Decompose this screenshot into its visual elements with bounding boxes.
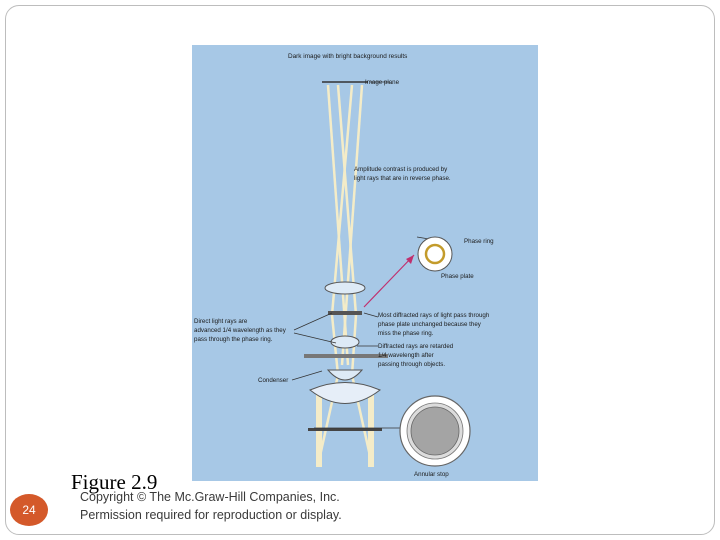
- direct-label-1: Direct light rays are: [194, 318, 248, 325]
- phase-contrast-diagram: Dark image with bright background result…: [194, 53, 494, 478]
- light-rays: [316, 84, 374, 466]
- annular-stop-center: [410, 406, 460, 456]
- annular-stop-label: Annular stop: [414, 471, 449, 478]
- most-label-3: miss the phase ring.: [378, 330, 434, 337]
- condenser-top-lens: [326, 369, 364, 381]
- copyright-line: Copyright © The Mc.Graw-Hill Companies, …: [80, 490, 340, 504]
- permission-line: Permission required for reproduction or …: [80, 508, 342, 522]
- slide-frame: [5, 5, 715, 535]
- specimen-lens: [330, 335, 360, 349]
- direct-label-3: pass through the phase ring.: [194, 336, 273, 343]
- retarded-label-3: passing through objects.: [378, 361, 445, 368]
- specimen-slide: [304, 354, 388, 358]
- top-caption: Dark image with bright background result…: [288, 53, 407, 60]
- phase-plate-label: Phase plate: [441, 273, 474, 280]
- image-plane-label: Image plane: [365, 79, 400, 86]
- amplitude-label-1: Amplitude contrast is produced by: [354, 166, 448, 173]
- most-label-2: phase plate unchanged because they: [378, 321, 482, 328]
- phase-ring-icon: [424, 243, 446, 265]
- condenser-lens: [309, 382, 381, 404]
- direct-label-2: advanced 1/4 wavelength as they: [194, 327, 287, 334]
- amplitude-label-2: light rays that are in reverse phase.: [354, 175, 451, 182]
- copyright-notice: Copyright © The Mc.Graw-Hill Companies, …: [80, 488, 342, 524]
- phase-ring-label: Phase ring: [464, 238, 494, 245]
- annular-stop-bar: [308, 428, 382, 431]
- retarded-label-2: 1/4 wavelength after: [378, 352, 434, 359]
- phase-plate-inset: [417, 236, 453, 272]
- phase-plate-bar: [328, 311, 362, 315]
- slide-number-badge: 24: [10, 494, 48, 526]
- most-label-1: Most diffracted rays of light pass throu…: [378, 312, 490, 319]
- figure-title: Figure 2.9: [71, 470, 158, 494]
- condenser-label: Condenser: [258, 377, 288, 384]
- phase-plate-pointer: [363, 254, 415, 308]
- retarded-label-1: Diffracted rays are retarded: [378, 343, 454, 350]
- objective-lens: [324, 281, 366, 295]
- phase-contrast-figure: Dark image with bright background result…: [192, 45, 538, 481]
- label-pointers: [291, 236, 436, 429]
